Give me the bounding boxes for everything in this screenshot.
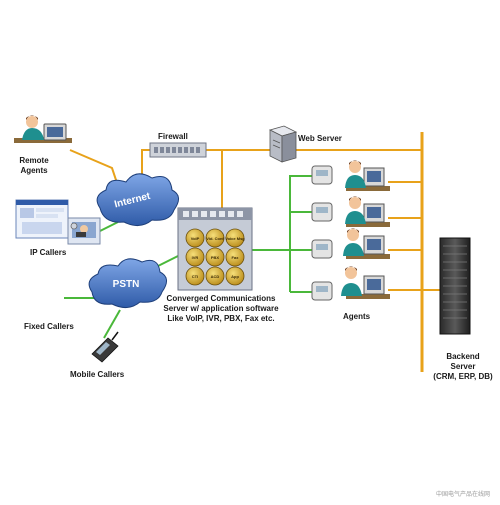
mobile-phone-icon bbox=[91, 331, 119, 363]
ip-callers-line bbox=[97, 221, 119, 233]
converged-server-label: Converged Communications Server w/ appli… bbox=[156, 294, 286, 324]
backend-line-1: Backend bbox=[446, 352, 480, 361]
application-disc bbox=[225, 266, 245, 286]
pstn-cloud-label: PSTN bbox=[113, 279, 140, 290]
watermark-text: 中国电气产品在线网 bbox=[436, 491, 491, 498]
application-disc bbox=[205, 247, 225, 267]
backend-line-2: Server bbox=[450, 362, 476, 371]
application-disc-label: ACD bbox=[211, 274, 220, 279]
internet-cloud-icon bbox=[96, 173, 179, 226]
mobile-callers-line bbox=[103, 309, 121, 339]
application-disc bbox=[205, 228, 225, 248]
application-disc-label: App bbox=[231, 274, 239, 279]
application-disc-label: PBX bbox=[211, 255, 220, 260]
ip-callers-icon bbox=[15, 199, 101, 245]
remote-agents-line-2: Agents bbox=[20, 166, 48, 175]
pstn-cloud-icon bbox=[88, 258, 167, 308]
remote-agent-icon bbox=[14, 115, 72, 143]
agent-station-2 bbox=[311, 196, 390, 227]
application-disc-label: VoIP bbox=[191, 236, 200, 241]
backend-server-label: Backend Server (CRM, ERP, DB) bbox=[428, 352, 498, 382]
application-disc bbox=[185, 266, 205, 286]
backend-rack-server-icon bbox=[439, 237, 471, 335]
remote-agents-label: Remote Agents bbox=[14, 156, 54, 176]
converged-line-3: Like VoIP, IVR, PBX, Fax etc. bbox=[167, 314, 275, 323]
application-disc bbox=[225, 247, 245, 267]
backend-line-3: (CRM, ERP, DB) bbox=[433, 372, 493, 381]
firewall-label: Firewall bbox=[158, 132, 188, 141]
green-connections bbox=[64, 175, 312, 339]
internet-to-firewall-line bbox=[141, 149, 150, 175]
application-disc bbox=[205, 266, 225, 286]
agent-station-1 bbox=[311, 160, 390, 191]
agents-label: Agents bbox=[343, 312, 371, 321]
application-disc-label: Fax bbox=[232, 255, 240, 260]
ip-callers-label: IP Callers bbox=[30, 248, 67, 257]
converged-line-1: Converged Communications bbox=[166, 294, 276, 303]
converged-line-2: Server w/ application software bbox=[163, 304, 279, 313]
application-disc-label: Vid. Conf bbox=[206, 236, 224, 241]
web-server-icon bbox=[268, 125, 298, 163]
fixed-callers-label: Fixed Callers bbox=[24, 322, 74, 331]
mobile-callers-label: Mobile Callers bbox=[70, 370, 125, 379]
agent-station-4 bbox=[311, 266, 390, 301]
agent-station-3 bbox=[311, 228, 390, 259]
application-disc bbox=[225, 228, 245, 248]
remote-agents-line-1: Remote bbox=[19, 156, 49, 165]
application-disc-label: Voice Msg bbox=[225, 236, 245, 241]
application-disc bbox=[185, 228, 205, 248]
application-disc-label: IVR bbox=[192, 255, 199, 260]
web-server-label: Web Server bbox=[298, 134, 342, 143]
application-disc-label: CTI bbox=[192, 274, 198, 279]
firewall-icon bbox=[149, 142, 207, 158]
application-disc bbox=[185, 247, 205, 267]
